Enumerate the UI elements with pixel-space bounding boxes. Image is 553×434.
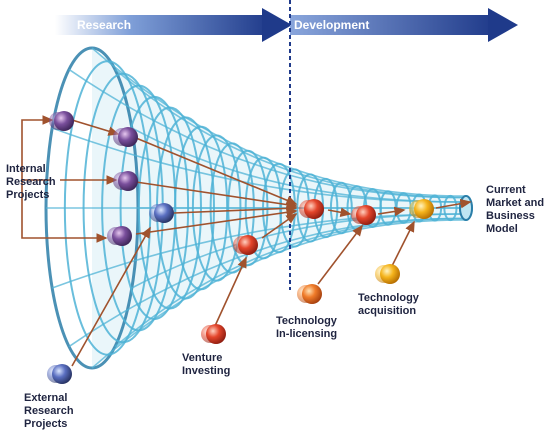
project-venture-inside bbox=[233, 235, 258, 255]
svg-text:Research: Research bbox=[6, 176, 56, 188]
label-internal-research: Internal Research Projects bbox=[6, 163, 56, 201]
project-external-entry bbox=[149, 203, 174, 223]
svg-text:Internal: Internal bbox=[6, 163, 46, 175]
funnel-shape bbox=[44, 46, 473, 370]
project-chain-3 bbox=[409, 199, 434, 219]
svg-text:Investing: Investing bbox=[182, 365, 230, 377]
svg-text:Venture: Venture bbox=[182, 352, 222, 364]
svg-text:In-licensing: In-licensing bbox=[276, 328, 337, 340]
label-venture-investing: Venture Investing bbox=[182, 352, 230, 377]
arrow-project-3 bbox=[135, 181, 298, 210]
project-internal-2 bbox=[113, 127, 138, 147]
arrow-chain-3 bbox=[435, 198, 472, 209]
arrow-venture-2 bbox=[261, 213, 298, 239]
label-current-market: Current Market and Business Model bbox=[486, 184, 544, 235]
label-technology-acquisition: Technology acquisition bbox=[358, 292, 420, 317]
flow-arrows bbox=[21, 115, 472, 367]
project-internal-1 bbox=[49, 111, 74, 131]
project-markers bbox=[47, 111, 434, 384]
stage-banner-development: Development bbox=[290, 8, 518, 42]
project-venture bbox=[201, 324, 226, 344]
project-internal-3 bbox=[113, 171, 138, 191]
arrow-project-2 bbox=[135, 137, 298, 205]
svg-text:Research: Research bbox=[24, 405, 74, 417]
arrow-venture-1 bbox=[214, 256, 247, 327]
arrow-acquisition bbox=[391, 220, 415, 267]
arrow-project-5 bbox=[135, 207, 298, 235]
arrow-internal-top bbox=[21, 115, 54, 181]
stage-banner-research: Research bbox=[55, 8, 292, 42]
svg-text:Projects: Projects bbox=[24, 418, 67, 430]
svg-text:Business: Business bbox=[486, 210, 535, 222]
project-inlicensing bbox=[297, 284, 322, 304]
svg-text:Projects: Projects bbox=[6, 189, 49, 201]
svg-text:Technology: Technology bbox=[358, 292, 420, 304]
arrow-chain-1 bbox=[327, 207, 352, 218]
research-label: Research bbox=[77, 18, 131, 32]
svg-text:Model: Model bbox=[486, 223, 518, 235]
arrow-external bbox=[71, 226, 151, 367]
svg-text:acquisition: acquisition bbox=[358, 305, 416, 317]
arrow-project-4 bbox=[173, 203, 298, 214]
svg-text:Technology: Technology bbox=[276, 315, 338, 327]
svg-text:Market and: Market and bbox=[486, 197, 544, 209]
label-technology-inlicensing: Technology In-licensing bbox=[276, 315, 338, 340]
project-acquisition bbox=[375, 264, 400, 284]
arrow-internal-bottom bbox=[21, 180, 108, 243]
project-chain-1 bbox=[299, 199, 324, 219]
arrow-inlicensing bbox=[317, 224, 363, 285]
project-internal-4 bbox=[107, 226, 132, 246]
arrow-project-1 bbox=[71, 119, 120, 136]
development-label: Development bbox=[294, 18, 369, 32]
project-chain-2 bbox=[351, 205, 376, 225]
project-external bbox=[47, 364, 72, 384]
arrow-chain-2 bbox=[377, 206, 406, 217]
svg-text:External: External bbox=[24, 392, 67, 404]
label-external-research: External Research Projects bbox=[24, 392, 74, 430]
svg-text:Current: Current bbox=[486, 184, 526, 196]
